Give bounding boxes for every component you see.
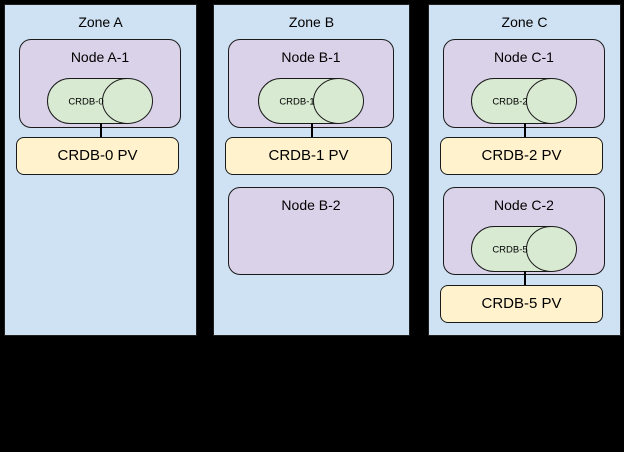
crdb-0-pod-label: CRDB-0 — [68, 97, 103, 108]
zone-a-label: Zone A — [78, 14, 123, 30]
node-b1-label: Node B-1 — [281, 49, 341, 65]
crdb-5-pod-label: CRDB-5 — [492, 245, 527, 256]
node-c1: Node C-1 CRDB-2 — [443, 39, 605, 128]
crdb-1-pv-box: CRDB-1 PV — [225, 137, 392, 175]
crdb-5-pod-cylinder: CRDB-5 — [471, 226, 577, 272]
zone-c: Zone C Node C-1 CRDB-2 CRDB-2 PV Node C-… — [428, 4, 621, 336]
crdb-0-pv-box: CRDB-0 PV — [16, 137, 179, 175]
crdb-2-pod-cylinder: CRDB-2 — [471, 78, 577, 124]
node-b2-label: Node B-2 — [281, 197, 341, 213]
crdb-2-pv-box: CRDB-2 PV — [440, 137, 603, 175]
crdb-1-pod-label: CRDB-1 — [279, 97, 314, 108]
pod-to-pv-connector — [310, 123, 313, 137]
node-a1: Node A-1 CRDB-0 — [19, 39, 181, 128]
node-b1: Node B-1 CRDB-1 — [228, 39, 394, 128]
crdb-0-pod-cylinder: CRDB-0 — [47, 78, 153, 124]
database-cylinder-icon: CRDB-5 — [471, 226, 577, 272]
crdb-5-pv-box: CRDB-5 PV — [440, 285, 603, 323]
pod-to-pv-connector — [523, 271, 526, 285]
zone-b-label: Zone B — [288, 14, 335, 30]
node-b2: Node B-2 — [228, 187, 394, 275]
node-c2: Node C-2 CRDB-5 — [443, 187, 605, 275]
crdb-2-pod-label: CRDB-2 — [492, 97, 527, 108]
pod-to-pv-connector — [523, 123, 526, 137]
node-a1-label: Node A-1 — [70, 49, 130, 65]
zone-c-label: Zone C — [501, 14, 548, 30]
database-cylinder-icon: CRDB-0 — [47, 78, 153, 124]
database-cylinder-icon: CRDB-1 — [258, 78, 364, 124]
pod-to-pv-connector — [99, 123, 102, 137]
zone-a: Zone A Node A-1 CRDB-0 CRDB-0 PV — [4, 4, 197, 336]
node-c1-label: Node C-1 — [494, 49, 554, 65]
crdb-1-pod-cylinder: CRDB-1 — [258, 78, 364, 124]
node-c2-label: Node C-2 — [494, 197, 554, 213]
zone-b: Zone B Node B-1 CRDB-1 CRDB-1 PV Node B-… — [213, 4, 410, 336]
database-cylinder-icon: CRDB-2 — [471, 78, 577, 124]
